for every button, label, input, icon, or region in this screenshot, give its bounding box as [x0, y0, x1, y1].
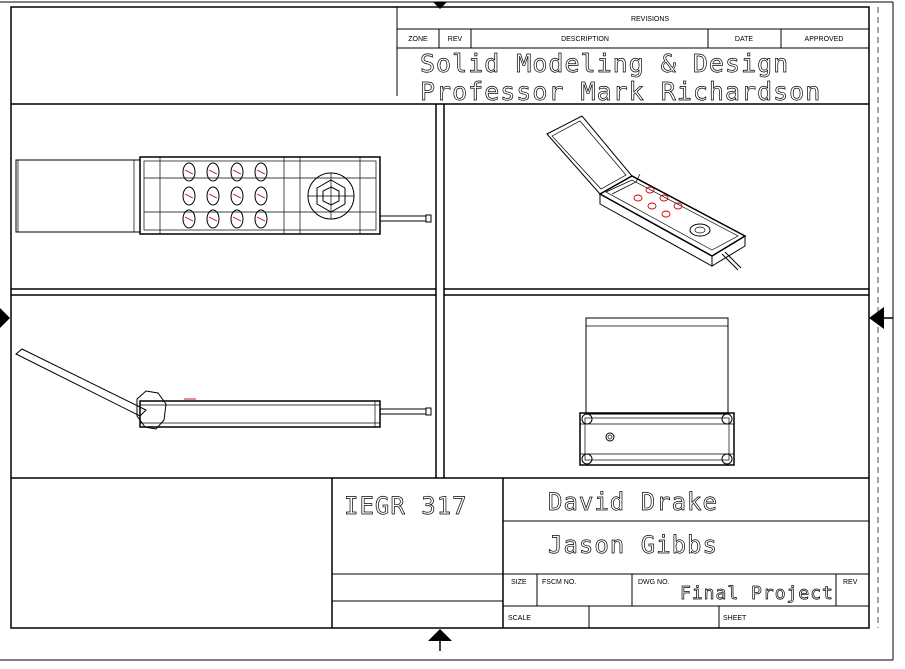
- revisions-table: REVISIONS ZONE REV DESCRIPTION DATE APPR…: [396, 7, 869, 96]
- revisions-title: REVISIONS: [631, 16, 669, 23]
- side-view: [15, 348, 432, 430]
- nav-pad: [307, 172, 355, 220]
- keypad-buttons: [182, 162, 268, 229]
- bottom-center-arrow: [428, 629, 452, 641]
- rev-col-description: DESCRIPTION: [561, 36, 609, 43]
- dwg-no-label: DWG NO.: [638, 579, 670, 586]
- author-name-2: Jason Gibbs: [548, 531, 718, 559]
- rev-col-date: DATE: [735, 36, 753, 43]
- rev-label: REV: [843, 579, 858, 586]
- professor-name: Professor Mark Richardson: [420, 77, 821, 106]
- isometric-view: [546, 115, 747, 271]
- size-label: SIZE: [511, 579, 527, 586]
- left-center-arrow: [0, 308, 10, 328]
- top-center-arrow: [433, 2, 447, 9]
- right-center-arrow: [869, 307, 884, 329]
- rev-col-rev: REV: [448, 36, 463, 43]
- rev-col-approved: APPROVED: [805, 36, 844, 43]
- scale-label: SCALE: [508, 615, 531, 622]
- course-title: Solid Modeling & Design: [420, 49, 789, 78]
- view-grid-lines: [11, 103, 869, 479]
- sheet-label: SHEET: [723, 615, 747, 622]
- author-name-1: David Drake: [548, 488, 718, 516]
- dwg-no-value: Final Project: [680, 583, 834, 604]
- title-block: IEGR 317 David Drake Jason Gibbs SIZE FS…: [331, 478, 869, 628]
- front-view: [579, 317, 735, 466]
- rev-col-zone: ZONE: [408, 36, 428, 43]
- centering-marks: [0, 2, 893, 651]
- course-code: IEGR 317: [344, 492, 468, 520]
- fscm-label: FSCM NO.: [542, 579, 576, 586]
- top-view: [15, 156, 432, 235]
